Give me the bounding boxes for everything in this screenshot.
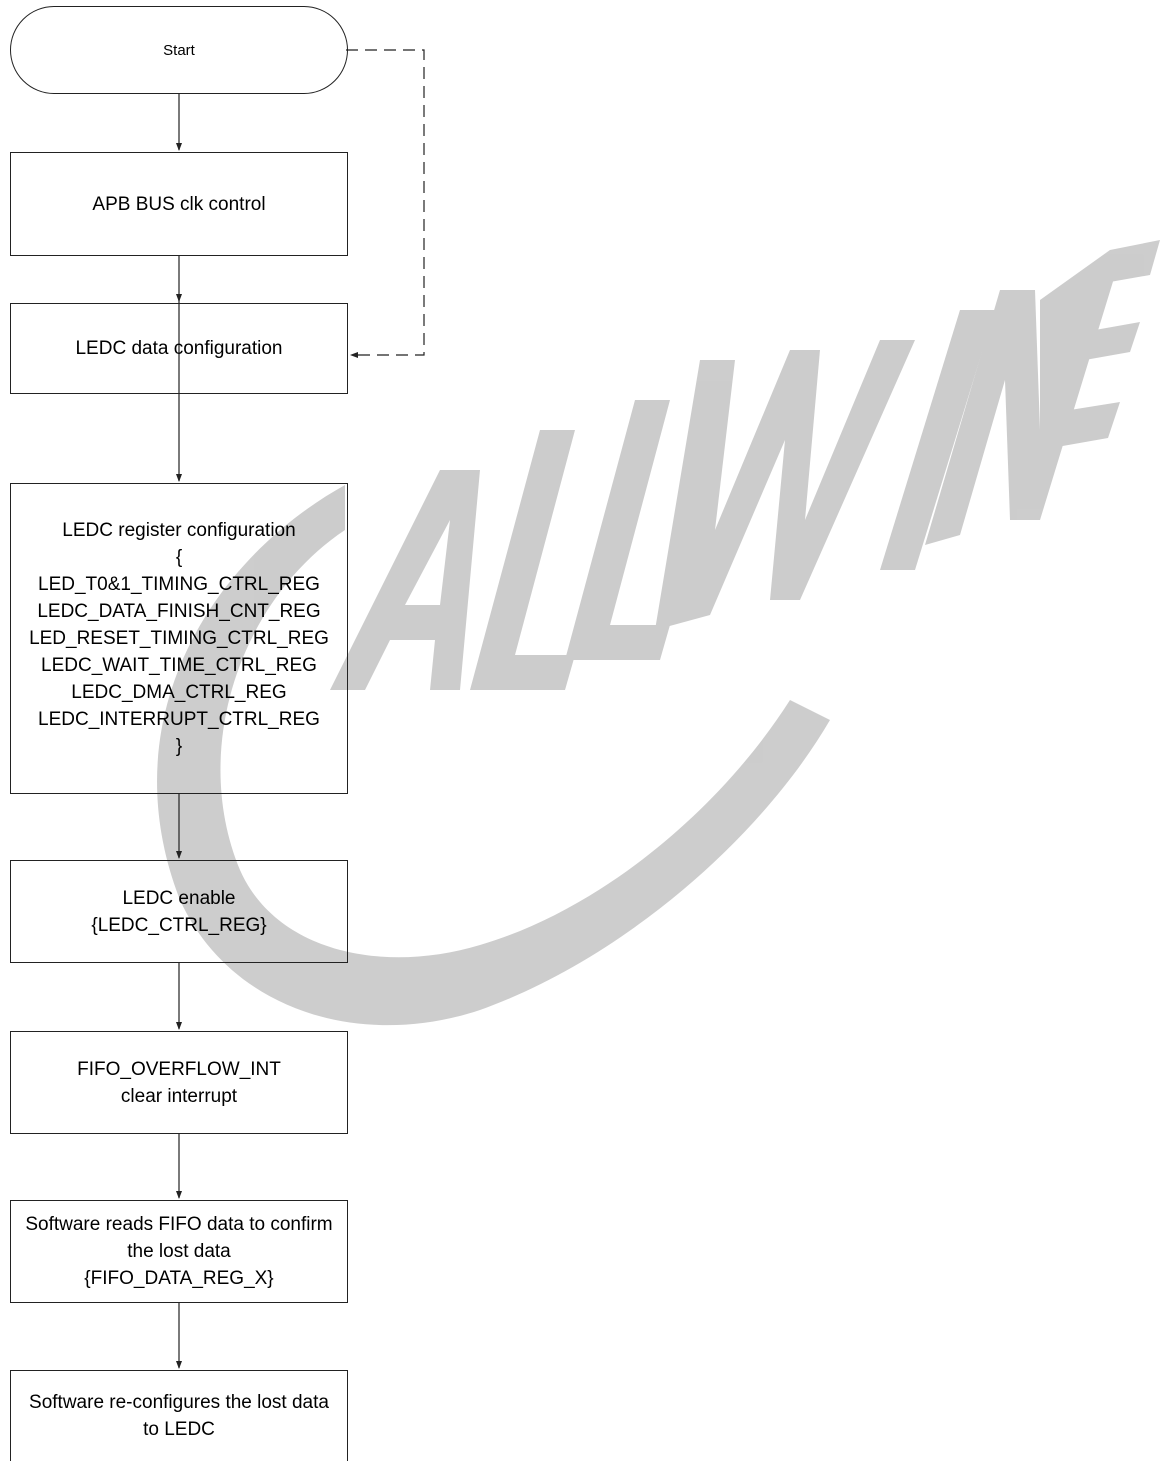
step-software-reconfigures: Software re-configures the lost data to … [10, 1370, 348, 1461]
step-line: { [175, 547, 183, 568]
step-ledc-data-configuration: LEDC data configuration [10, 303, 348, 394]
dashed-bypass-arrow [346, 49, 425, 358]
step-line: Software reads FIFO data to confirm [25, 1214, 333, 1235]
step-line: the lost data [127, 1241, 231, 1262]
step-line: {LEDC_CTRL_REG} [91, 914, 267, 936]
step-line: LEDC_INTERRUPT_CTRL_REG [38, 709, 320, 730]
start-terminal: Start [10, 6, 348, 94]
step-apb-bus-clk-control: APB BUS clk control [10, 152, 348, 256]
step-line: APB BUS clk control [92, 193, 266, 215]
step-fifo-overflow-int: FIFO_OVERFLOW_INT clear interrupt [10, 1031, 348, 1134]
step-line: LEDC_DMA_CTRL_REG [71, 682, 287, 703]
step-line: {FIFO_DATA_REG_X} [84, 1268, 274, 1289]
step-line: LED_T0&1_TIMING_CTRL_REG [38, 574, 320, 595]
step-software-reads-fifo: Software reads FIFO data to confirm the … [10, 1200, 348, 1303]
step-line: clear interrupt [120, 1085, 238, 1107]
step-ledc-enable: LEDC enable {LEDC_CTRL_REG} [10, 860, 348, 963]
step-line: Software re-configures the lost data [29, 1392, 329, 1413]
step-line: LEDC enable [122, 887, 236, 909]
step-ledc-register-configuration: LEDC register configuration { LED_T0&1_T… [10, 483, 348, 794]
step-line: FIFO_OVERFLOW_INT [77, 1058, 281, 1080]
step-line: } [175, 736, 183, 757]
step-line: LEDC data configuration [75, 338, 283, 359]
step-line: LEDC register configuration [62, 520, 296, 541]
step-line: to LEDC [143, 1419, 215, 1440]
start-label: Start [163, 41, 195, 59]
step-line: LEDC_WAIT_TIME_CTRL_REG [41, 655, 317, 676]
step-line: LED_RESET_TIMING_CTRL_REG [29, 628, 329, 649]
step-line: LEDC_DATA_FINISH_CNT_REG [37, 601, 321, 622]
